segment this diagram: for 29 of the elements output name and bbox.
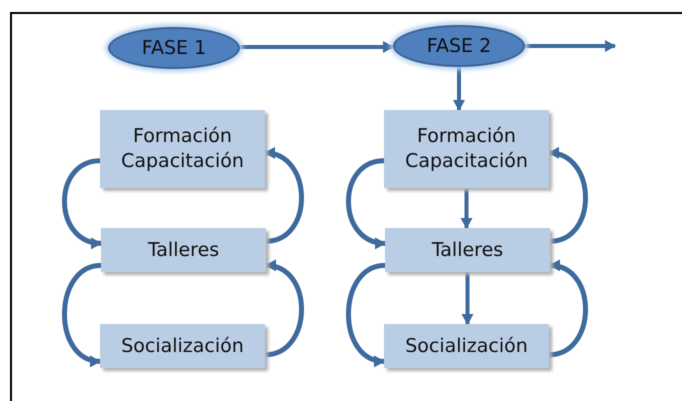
curved-arrow [548,261,588,358]
process-label: Socialización [121,334,244,358]
curved-arrow [548,148,588,244]
arrow [453,67,465,111]
arrow [525,40,616,52]
process-box [385,228,550,272]
process-label: Talleres [148,238,220,262]
process-label: Talleres [432,238,504,262]
curved-arrow [346,158,386,248]
process-label: Formación Capacitación [404,124,529,174]
process-box [100,324,265,368]
arrow [240,41,394,53]
process-box [384,110,549,188]
process-label: Socialización [405,334,528,358]
curved-arrow [346,262,386,366]
process-box [100,110,265,188]
process-box [101,228,266,272]
arrow [462,272,474,325]
process-label: Formación Capacitación [120,124,245,174]
curved-arrow [62,262,102,366]
phase-label: FASE 2 [426,34,492,58]
phase-label: FASE 1 [142,36,206,60]
phase-ellipse [108,27,240,69]
process-box [384,324,549,368]
curved-arrow [264,261,304,358]
phase-ellipse [393,25,525,67]
arrow [460,188,472,229]
curved-arrow [264,148,304,244]
curved-arrow [62,158,102,248]
